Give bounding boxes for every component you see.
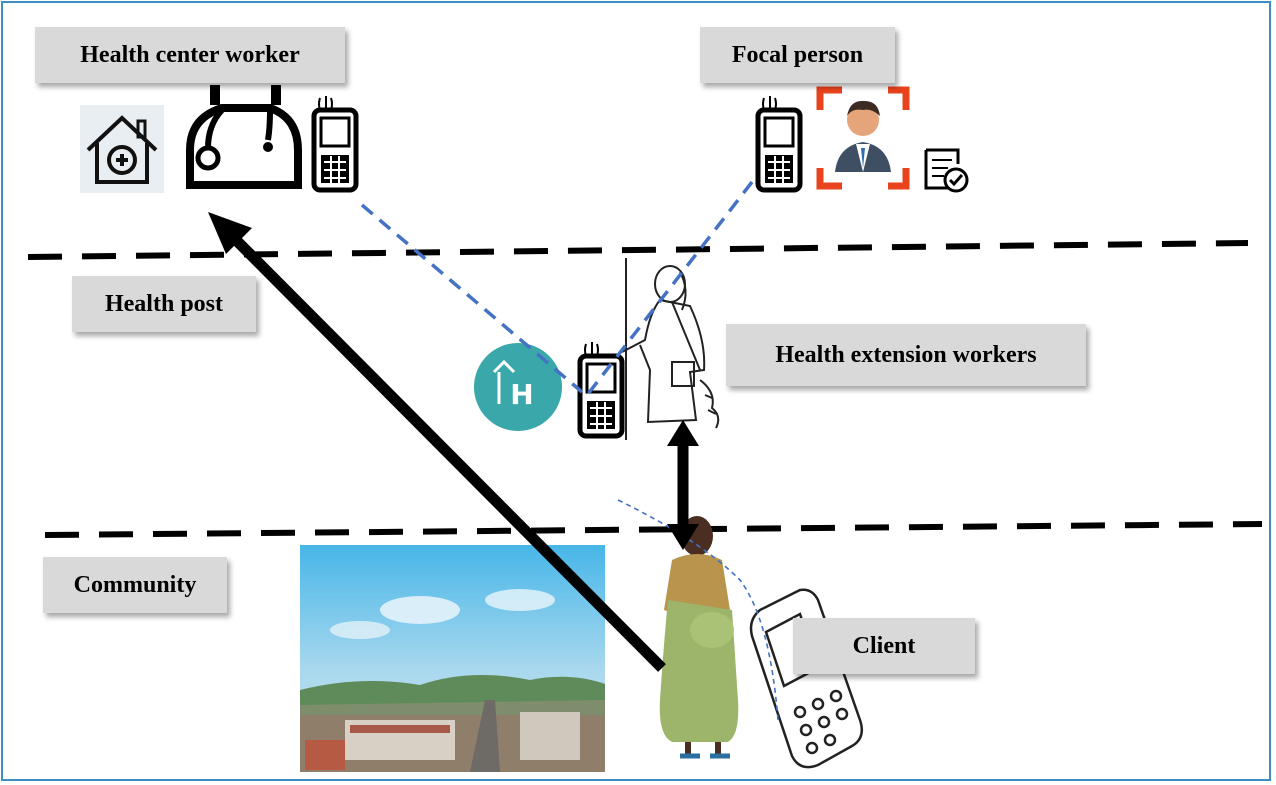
level-separator-bottom	[44, 521, 1263, 538]
checklist-icon	[924, 148, 969, 193]
arrow-client-to-health-center	[208, 212, 666, 672]
level-separator-top	[27, 240, 1249, 260]
health-post-badge-letter: H	[510, 378, 533, 411]
label-focal-person: Focal person	[700, 27, 895, 83]
focal-person-phone-icon	[755, 96, 803, 193]
link-client-phone	[617, 499, 779, 721]
doctor-icon	[186, 85, 302, 189]
focal-person-icon	[816, 86, 910, 190]
health-post-badge-icon: H	[474, 343, 562, 431]
city-photo	[300, 545, 605, 772]
health-center-icon	[80, 105, 164, 193]
label-health-post: Health post	[72, 276, 256, 332]
link-health-center-to-extension	[360, 203, 584, 394]
health-center-phone-icon	[311, 96, 359, 193]
health-extension-phone-icon	[577, 342, 625, 439]
label-client: Client	[793, 618, 975, 674]
label-community: Community	[43, 557, 227, 613]
arrow-client-extension-bidirectional	[667, 420, 699, 550]
client-figure	[659, 516, 739, 759]
health-extension-worker-figure	[621, 258, 720, 440]
label-health-center-worker: Health center worker	[35, 27, 345, 83]
client-phone-sketch	[749, 588, 863, 769]
label-health-extension-workers: Health extension workers	[726, 324, 1086, 386]
